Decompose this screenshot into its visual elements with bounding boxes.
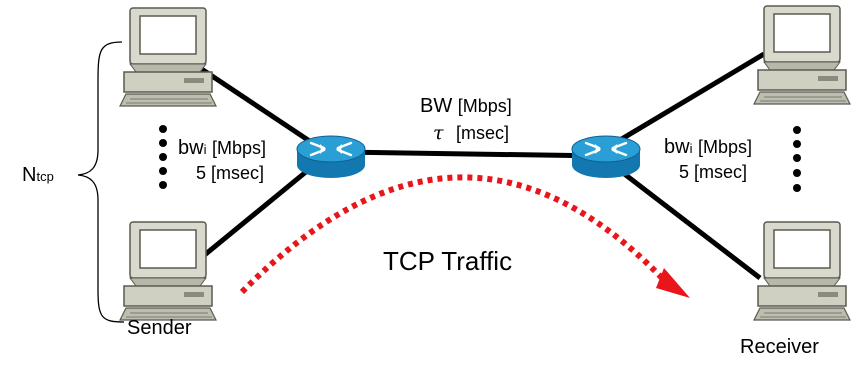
right-vertical-ellipsis-icon bbox=[793, 126, 801, 192]
receiver-label: Receiver bbox=[740, 336, 819, 358]
right-access-delay-label: 5 [msec] bbox=[679, 162, 748, 182]
link-sender-top-to-router-left bbox=[198, 65, 322, 151]
left-vertical-ellipsis-icon bbox=[159, 125, 167, 189]
traffic-dotted-arrow bbox=[239, 174, 665, 295]
bottleneck-delay-label: τ [msec] bbox=[433, 122, 509, 144]
sender-label: Sender bbox=[127, 317, 192, 339]
right-router-icon bbox=[570, 134, 642, 180]
link-sender-bottom-to-router-left bbox=[194, 160, 320, 264]
link-router-right-to-receiver-bottom bbox=[612, 164, 762, 280]
left-access-delay-label: 5 [msec] bbox=[196, 163, 265, 183]
bottleneck-bandwidth-label: BW [Mbps] bbox=[420, 95, 512, 117]
link-bottleneck bbox=[335, 149, 607, 159]
curly-brace-icon bbox=[77, 41, 125, 323]
traffic-arrow-head-icon bbox=[656, 268, 690, 298]
ntcp-label: Ntcp bbox=[22, 164, 54, 186]
sender-computer-top-icon bbox=[119, 7, 217, 107]
receiver-computer-bottom-icon bbox=[753, 221, 851, 321]
left-access-bandwidth-label: bwi [Mbps] bbox=[178, 137, 267, 159]
tcp-traffic-label: TCP Traffic bbox=[383, 246, 513, 276]
receiver-computer-top-icon bbox=[753, 5, 851, 105]
left-router-icon bbox=[295, 134, 367, 180]
right-access-bandwidth-label: bwi [Mbps] bbox=[664, 136, 753, 158]
link-router-right-to-receiver-top bbox=[608, 51, 766, 149]
sender-computer-bottom-icon bbox=[119, 221, 217, 321]
